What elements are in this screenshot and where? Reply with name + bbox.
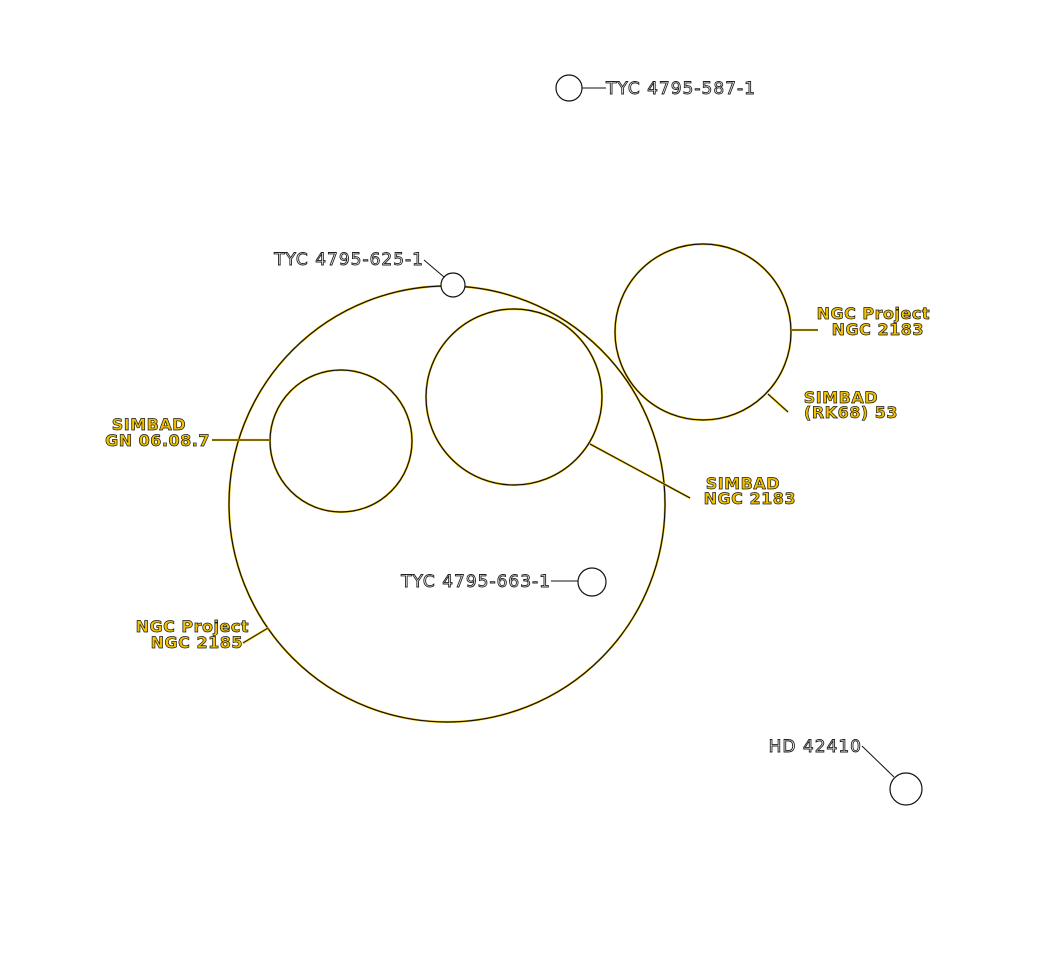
object-gn-source: SIMBAD bbox=[112, 415, 186, 434]
object-ngc2183-simbad-source: SIMBAD bbox=[706, 474, 780, 493]
object-ngc2185-source: NGC Project bbox=[136, 617, 249, 636]
object-ngc2183-simbad-name: NGC 2183 bbox=[704, 489, 796, 508]
star-hd-42410-marker[interactable] bbox=[889, 772, 923, 806]
object-ngc2183-ngc-source: NGC Project bbox=[817, 304, 930, 323]
object-gn-ring[interactable] bbox=[268, 368, 414, 514]
star-tyc-625[interactable]: TYC 4795-625-1 bbox=[273, 250, 466, 298]
object-ngc2183-ngc[interactable]: NGC Project NGC 2183 bbox=[613, 242, 930, 422]
object-ngc2185-outline bbox=[228, 285, 666, 723]
object-ngc2183-ngc-ring[interactable] bbox=[613, 242, 793, 422]
object-rk68[interactable]: SIMBAD (RK68) 53 bbox=[767, 388, 898, 422]
object-ngc2183-ngc-name: NGC 2183 bbox=[832, 320, 924, 339]
star-tyc-625-label: TYC 4795-625-1 bbox=[273, 250, 424, 270]
object-gn-name: GN 06.08.7 bbox=[105, 431, 210, 450]
object-ngc2185[interactable]: NGC Project NGC 2185 bbox=[135, 284, 667, 724]
star-tyc-587-marker[interactable] bbox=[555, 74, 583, 102]
star-tyc-663[interactable]: TYC 4795-663-1 bbox=[400, 567, 607, 597]
star-tyc-625-leader bbox=[423, 259, 445, 278]
star-tyc-663-label: TYC 4795-663-1 bbox=[400, 572, 551, 592]
object-ngc2183-simbad[interactable]: SIMBAD NGC 2183 bbox=[424, 307, 796, 508]
star-hd-42410-label: HD 42410 bbox=[769, 737, 862, 757]
star-hd-42410[interactable]: HD 42410 bbox=[768, 737, 923, 806]
star-tyc-663-marker[interactable] bbox=[577, 567, 607, 597]
object-gn[interactable]: SIMBAD GN 06.08.7 bbox=[105, 368, 414, 514]
object-rk68-source: SIMBAD bbox=[804, 388, 878, 407]
star-tyc-625-marker[interactable] bbox=[440, 272, 466, 298]
object-rk68-name: (RK68) 53 bbox=[804, 403, 898, 422]
star-tyc-587-label: TYC 4795-587-1 bbox=[605, 79, 756, 99]
star-tyc-587[interactable]: TYC 4795-587-1 bbox=[555, 74, 756, 102]
object-ngc2185-name: NGC 2185 bbox=[151, 633, 243, 652]
star-hd-42410-leader bbox=[861, 745, 895, 778]
object-ngc2185-ring[interactable] bbox=[227, 284, 667, 724]
object-ngc2183-simbad-ring[interactable] bbox=[424, 307, 604, 487]
